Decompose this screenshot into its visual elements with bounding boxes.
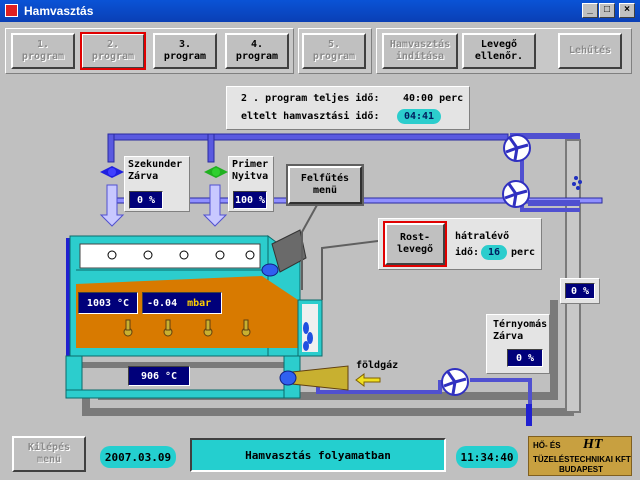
air-check-button[interactable]: Levegő ellenőr. — [462, 33, 536, 69]
heating-menu-button[interactable]: Felfűtés menü — [288, 166, 362, 204]
furnace-pressure-unit: mbar — [187, 297, 212, 309]
furnace-temperature-value: 1003 °C — [78, 292, 138, 314]
minimize-button[interactable]: _ — [582, 3, 598, 18]
clock-display: 11:34:40 — [456, 446, 518, 468]
chimney-panel: 0 % — [560, 278, 600, 304]
start-cremation-button[interactable]: Hamvasztás indítása — [382, 33, 458, 69]
bottom-fan-icon — [441, 368, 469, 396]
air-flow-arrows — [99, 184, 228, 227]
remaining-label: hátralévő — [455, 231, 510, 242]
gas-burner-duct — [316, 380, 442, 394]
secondary-valve-label: Szekunder Zárva — [128, 159, 183, 182]
program-3-button[interactable]: 3. program — [153, 33, 217, 69]
elapsed-time-label: eltelt hamvasztási idő: — [241, 111, 380, 122]
program-time-value: 40:00 perc — [403, 93, 464, 104]
leader-lines — [301, 195, 387, 300]
draft-damper-value: 0 % — [507, 349, 543, 367]
draft-damper-panel: Térnyomás Zárva 0 % — [486, 314, 550, 374]
elapsed-time-value: 04:41 — [397, 109, 441, 124]
close-button[interactable]: × — [619, 3, 635, 18]
program-time-label: 2 . program teljes idő: — [241, 93, 380, 104]
upper-burner — [271, 229, 307, 273]
secondary-valve-value: 0 % — [129, 191, 163, 209]
upper-burner-flame — [261, 263, 279, 277]
gas-inflow-arrow — [355, 373, 381, 387]
floor-nozzles — [123, 319, 251, 337]
secondary-valve-panel: Szekunder Zárva 0 % — [124, 156, 190, 212]
logo-mark: HT — [583, 437, 603, 452]
logo-city-text: BUDAPEST — [559, 465, 604, 474]
remaining-time-value: 16 — [481, 245, 507, 260]
program-1-button[interactable]: 1. program — [11, 33, 75, 69]
draft-damper-label: Térnyomás Zárva — [493, 319, 548, 342]
lower-fan-duct — [470, 378, 532, 412]
top-fan-icon — [503, 134, 531, 162]
logo-company-text: TÜZELÉSTECHNIKAI KFT — [533, 455, 631, 464]
window-title: Hamvasztás — [24, 4, 94, 18]
maximize-button[interactable]: □ — [599, 3, 615, 18]
chamber-flame — [303, 322, 313, 351]
chimney-damper-value: 0 % — [565, 283, 595, 299]
primary-valve-panel: Primer Nyitva 100 % — [228, 156, 274, 212]
program-info-panel: 2 . program teljes idő: 40:00 perc eltel… — [226, 86, 470, 130]
app-icon — [5, 4, 18, 17]
chimney-air-duct — [520, 140, 580, 212]
grate-air-button[interactable]: Rost- levegő — [383, 221, 447, 267]
secondary-valve-icon — [100, 166, 124, 178]
exhaust-valve-icon — [526, 404, 532, 426]
status-bar: Hamvasztás folyamatban — [190, 438, 446, 472]
gas-label: földgáz — [356, 360, 399, 371]
grate-air-panel: Rost- levegő hátralévő idő: 16 perc — [378, 218, 542, 270]
chimney-particles-icon — [572, 176, 582, 190]
chimney-stack — [565, 139, 581, 413]
conveyor-rollers — [107, 250, 255, 260]
program-5-button[interactable]: 5. program — [302, 33, 366, 69]
middle-fan-icon — [502, 180, 530, 208]
remaining-time-unit: perc — [511, 247, 536, 258]
primary-valve-icon — [204, 166, 228, 178]
lower-chamber-temperature-value: 906 °C — [128, 366, 190, 386]
title-bar: Hamvasztás _ □ × — [0, 0, 640, 22]
date-display: 2007.03.09 — [100, 446, 176, 468]
cooldown-button[interactable]: Lehűtés — [558, 33, 622, 69]
program-4-button[interactable]: 4. program — [225, 33, 289, 69]
program-2-button[interactable]: 2. program — [80, 32, 146, 70]
primary-valve-value: 100 % — [233, 191, 267, 209]
furnace-pressure-value: -0.04 — [147, 297, 178, 309]
company-logo: HŐ- ÉS HT TÜZELÉSTECHNIKAI KFT BUDAPEST — [528, 436, 632, 476]
logo-top-text: HŐ- ÉS — [533, 441, 561, 450]
lower-burner-flame — [279, 370, 297, 386]
primary-valve-label: Primer Nyitva — [232, 159, 269, 182]
exit-menu-button[interactable]: Kilépés menü — [12, 436, 86, 472]
remaining-time-label: idő: — [455, 247, 480, 258]
furnace-pressure-box: -0.04 mbar — [142, 292, 222, 314]
